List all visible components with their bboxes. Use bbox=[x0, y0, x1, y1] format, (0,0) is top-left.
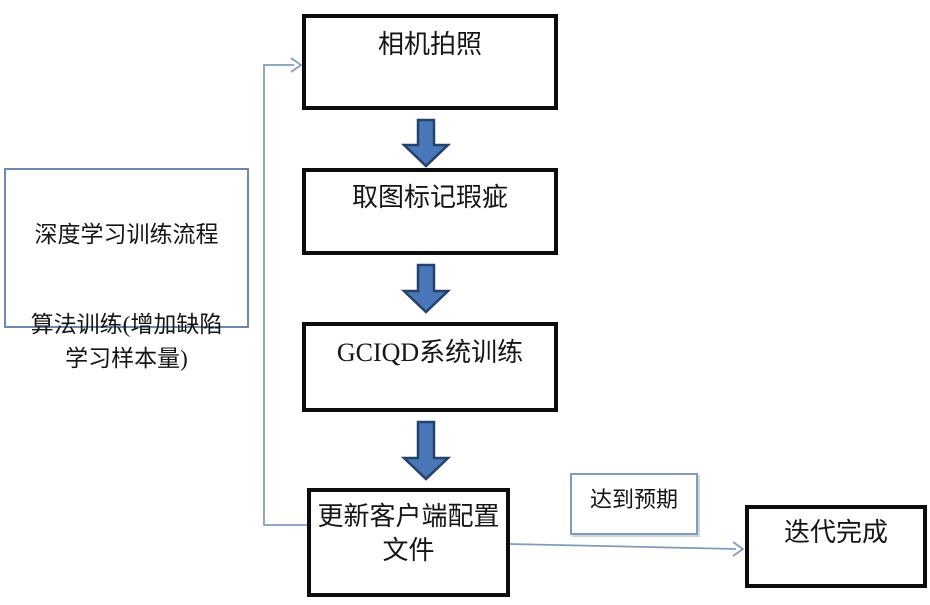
block-arrow-down-icon bbox=[400, 118, 452, 168]
result-connector-line bbox=[509, 543, 737, 550]
note-training-process: 深度学习训练流程 算法训练(增加缺陷 学习样本量) bbox=[4, 168, 249, 371]
flow-step-annotate-defects: 取图标记瑕疵 bbox=[302, 168, 558, 255]
note-title: 深度学习训练流程 bbox=[34, 221, 219, 247]
result-connector-arrowhead-icon bbox=[732, 541, 745, 557]
flow-step-update-client-config: 更新客户端配置 文件 bbox=[307, 488, 510, 597]
flow-terminal-iteration-complete: 迭代完成 bbox=[745, 505, 927, 588]
loop-connector-line bbox=[263, 64, 307, 526]
condition-label-expectation-met: 达到预期 bbox=[570, 473, 698, 535]
loop-connector-arrowhead-icon bbox=[290, 57, 303, 73]
flow-step-gciqd-training: GCIQD系统训练 bbox=[302, 322, 558, 412]
note-body: 算法训练(增加缺陷 学习样本量) bbox=[30, 311, 223, 372]
block-arrow-down-icon bbox=[400, 263, 452, 314]
flow-step-camera: 相机拍照 bbox=[302, 14, 558, 110]
block-arrow-down-icon bbox=[400, 420, 452, 481]
